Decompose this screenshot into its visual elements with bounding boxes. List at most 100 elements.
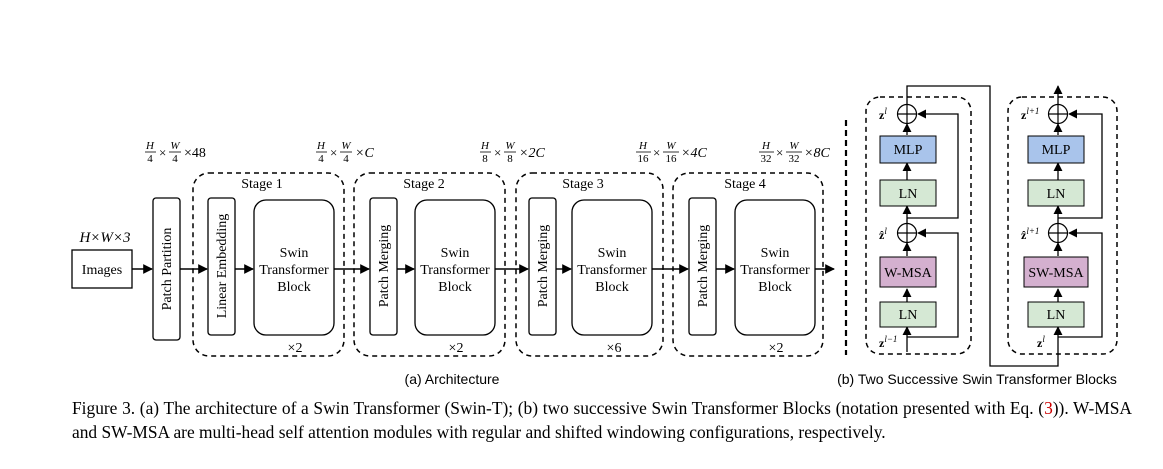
dim-5-w-den: 32: [789, 153, 800, 165]
swin-block-4-line-1: Swin: [761, 246, 790, 261]
dim-2-times: ×: [330, 145, 337, 160]
block-1-residual-1: [907, 228, 959, 338]
swin-block-2-line-1: Swin: [441, 246, 470, 261]
block-2-ln1-box: [1027, 301, 1085, 328]
dim-3-h-num: H: [480, 140, 490, 152]
block-2-residual-1: [1058, 228, 1103, 338]
dim-5-w-num: W: [789, 140, 799, 152]
architecture-panel: H×W×3 Images Patch Partition Stage 1 Sta…: [71, 140, 835, 387]
stage-4-repeat: ×2: [769, 341, 784, 356]
swin-block-3-line-1: Swin: [598, 246, 627, 261]
swin-block-1: [253, 199, 335, 336]
swin-block-1-line-3: Block: [277, 280, 310, 295]
dim-annotation-4: H 16 × W 16 ×4C: [636, 140, 707, 165]
block-1-output-var: zl: [879, 106, 887, 122]
dim-3-w-num: W: [505, 140, 515, 152]
dim-2-w-den: 4: [343, 153, 349, 165]
block-1-mlp-box: [879, 135, 937, 164]
block-2-ln1-label: LN: [1047, 308, 1066, 323]
stage-1-repeat: ×2: [288, 341, 303, 356]
dim-1-times: ×: [159, 145, 166, 160]
swin-block-1-line-1: Swin: [280, 246, 309, 261]
block-1-wmsa-box: [879, 256, 937, 288]
patch-partition-label: Patch Partition: [160, 228, 175, 311]
swin-block-2-line-2: Transformer: [420, 263, 490, 278]
dim-annotation-1: H 4 × W 4 ×48: [145, 140, 206, 165]
dim-1-h-num: H: [145, 140, 155, 152]
swin-block-2: [414, 199, 496, 336]
block-2-residual-2: [1058, 109, 1103, 219]
dim-4-h-num: H: [638, 140, 648, 152]
stage-3-repeat: ×6: [607, 341, 622, 356]
patch-merging-3-box: [528, 197, 557, 336]
stage-2-repeat: ×2: [449, 341, 464, 356]
figure-caption: Figure 3. (a) The architecture of a Swin…: [72, 396, 1132, 444]
stage-1-label: Stage 1: [241, 177, 283, 192]
dim-2-h-den: 4: [318, 153, 324, 165]
patch-merging-4-box: [688, 197, 717, 336]
block-1-wmsa-label: W-MSA: [884, 266, 932, 281]
dim-3-times: ×: [494, 145, 501, 160]
images-label: Images: [82, 263, 122, 278]
stage-1-container: [192, 172, 345, 357]
dim-1-h-den: 4: [147, 153, 153, 165]
dim-5-channels: ×8C: [804, 146, 830, 161]
block-2-add-2: [1047, 103, 1069, 125]
block-1-residual-2: [907, 109, 959, 219]
dim-2-channels: ×C: [355, 146, 374, 161]
dim-3-h-den: 8: [482, 153, 488, 165]
dim-1-channels: ×48: [184, 146, 206, 161]
stage-4-container: [672, 172, 824, 357]
swin-block-3-line-3: Block: [595, 280, 628, 295]
block-2-add-1: [1047, 222, 1069, 244]
block-2-mlp-label: MLP: [1042, 143, 1071, 158]
swin-block-4-line-3: Block: [758, 280, 791, 295]
swin-block-1-line-2: Transformer: [259, 263, 329, 278]
block-1-ln1-label: LN: [899, 308, 918, 323]
patch-merging-3-label: Patch Merging: [536, 225, 551, 308]
dim-1-w-num: W: [170, 140, 180, 152]
stage-2-label: Stage 2: [403, 177, 445, 192]
block-2-mlp-box: [1027, 135, 1085, 164]
dim-annotation-2: H 4 × W 4 ×C: [316, 140, 374, 165]
patch-merging-2-box: [369, 197, 398, 336]
block-1-input-var: zl−1: [879, 334, 897, 350]
dim-2-w-num: W: [341, 140, 351, 152]
swin-block-2-line-3: Block: [438, 280, 471, 295]
block-1-container: [865, 96, 972, 355]
dim-4-channels: ×4C: [681, 146, 707, 161]
patch-merging-2-label: Patch Merging: [377, 225, 392, 308]
dim-3-w-den: 8: [507, 153, 513, 165]
swin-block-4: [734, 199, 816, 336]
dim-2-h-num: H: [316, 140, 326, 152]
block-1-ln2-box: [879, 179, 937, 207]
dim-5-h-num: H: [761, 140, 771, 152]
swin-block-4-line-2: Transformer: [740, 263, 810, 278]
block-2-container: [1007, 96, 1118, 355]
subcaption-b: (b) Two Successive Swin Transformer Bloc…: [837, 371, 1117, 387]
linear-embedding-box: [207, 197, 236, 336]
stage-3-label: Stage 3: [562, 177, 604, 192]
block-2-swmsa-label: SW-MSA: [1028, 266, 1084, 281]
inter-block-connector: [906, 85, 1059, 367]
block-1-add-1: [896, 222, 918, 244]
caption-text-1: Figure 3. (a) The architecture of a Swin…: [72, 398, 1045, 418]
linear-embedding-label: Linear Embedding: [215, 214, 230, 319]
stage-4-label: Stage 4: [724, 177, 766, 192]
block-2-swmsa-box: [1023, 256, 1089, 288]
stage-3-container: [515, 172, 664, 357]
subcaption-a: (a) Architecture: [405, 371, 500, 387]
successive-blocks-panel: MLP LN W-MSA LN zl ẑl zl−1: [837, 85, 1118, 387]
block-1-mlp-label: MLP: [894, 143, 923, 158]
equation-reference-link[interactable]: 3: [1044, 398, 1053, 418]
dim-4-times: ×: [653, 145, 660, 160]
dim-4-w-num: W: [666, 140, 676, 152]
caption-text-2: )). W-MSA and SW-MSA are multi-head self…: [72, 398, 1132, 442]
block-1-mid-var: ẑl: [879, 226, 887, 242]
patch-merging-4-label: Patch Merging: [696, 225, 711, 308]
block-2-output-var: zl+1: [1021, 106, 1039, 122]
swin-block-3: [571, 199, 653, 336]
block-1-add-2: [896, 103, 918, 125]
dim-3-channels: ×2C: [519, 146, 545, 161]
block-2-mid-var: ẑl+1: [1021, 226, 1039, 242]
